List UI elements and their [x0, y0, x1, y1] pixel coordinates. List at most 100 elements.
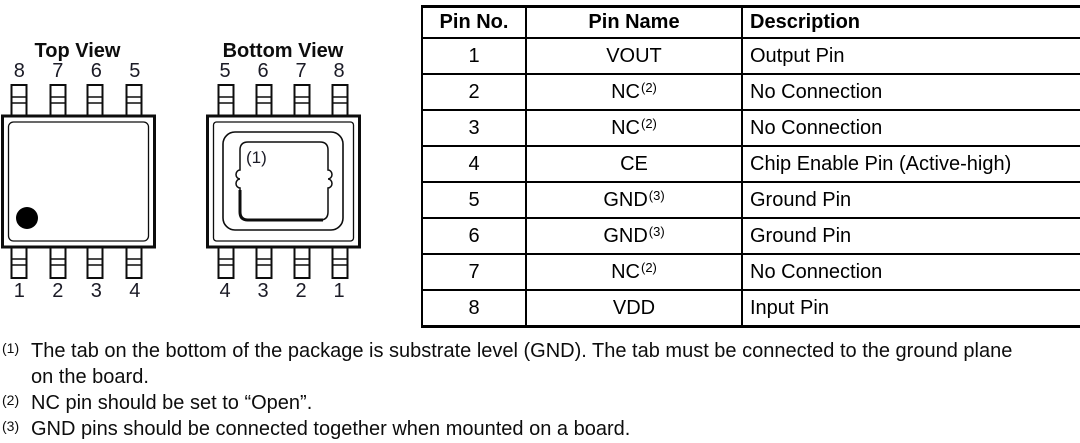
- bottom-view-package-drawing: (1): [206, 84, 361, 279]
- header-pin-name: Pin Name: [525, 5, 743, 39]
- pin-number: 6: [90, 60, 102, 82]
- pin1-indicator-dot: [16, 207, 38, 229]
- pin-name-text: VDD: [612, 296, 656, 319]
- footnote-line: GND pins should be connected together wh…: [31, 418, 631, 440]
- cell-pin-name: NC(2): [525, 109, 743, 147]
- footnote-ref-superscript: (2): [641, 115, 657, 131]
- footnote-line: The tab on the bottom of the package is …: [31, 340, 1013, 362]
- pin-number: 8: [333, 60, 345, 82]
- cell-pin-no: 6: [421, 217, 527, 255]
- cell-description: Ground Pin: [741, 217, 1080, 255]
- cell-description: Output Pin: [741, 37, 1080, 75]
- cell-description: Input Pin: [741, 289, 1080, 328]
- cell-description: Ground Pin: [741, 181, 1080, 219]
- footnote-ref-superscript: (2): [641, 259, 657, 275]
- pin-number: 7: [52, 60, 64, 82]
- bottom-view-bottom-leads: [217, 246, 349, 279]
- cell-pin-name: NC(2): [525, 73, 743, 111]
- cell-pin-no: 8: [421, 289, 527, 328]
- top-view-bottom-leads: [10, 246, 143, 279]
- footnote-number-superscript: (3): [2, 418, 20, 434]
- tab-footnote-ref-label: (1): [246, 148, 267, 167]
- pin-number: 2: [52, 280, 64, 302]
- pin-number: 1: [333, 280, 345, 302]
- footnote: (3) GND pins should be connected together…: [2, 416, 1080, 442]
- pin-name-text: NC: [611, 260, 640, 283]
- footnote-line: NC pin should be set to “Open”.: [31, 392, 313, 414]
- pin-number: 7: [295, 60, 307, 82]
- top-view-top-pin-numbers: 8 7 6 5: [0, 61, 154, 81]
- package-body-inner-line: [212, 121, 355, 242]
- bottom-view-title: Bottom View: [222, 40, 344, 62]
- lead-bend-lines: [218, 96, 348, 104]
- pin-number: 4: [219, 280, 231, 302]
- top-view-top-leads: [10, 84, 143, 117]
- lead-bend-lines: [218, 258, 348, 266]
- footnote-ref-superscript: (3): [648, 187, 665, 203]
- cell-pin-name: VOUT: [525, 37, 743, 75]
- cell-pin-name: GND(3): [525, 181, 743, 219]
- bottom-view-bottom-pin-numbers: 4 3 2 1: [206, 281, 358, 301]
- cell-pin-no: 1: [421, 37, 527, 75]
- header-description: Description: [741, 5, 1080, 39]
- cell-description: No Connection: [741, 253, 1080, 291]
- footnote-ref-superscript: (3): [648, 223, 665, 239]
- package-mold-line: [222, 131, 344, 231]
- pin-name-text: NC: [611, 80, 640, 103]
- pin-name-text: GND: [603, 224, 648, 247]
- pin-number: 1: [13, 280, 25, 302]
- pin-number: 3: [90, 280, 102, 302]
- footnote: (2) NC pin should be set to “Open”.: [2, 390, 1080, 416]
- cell-description: Chip Enable Pin (Active-high): [741, 145, 1080, 183]
- pin-name-text: VOUT: [606, 44, 662, 67]
- cell-pin-name: GND(3): [525, 217, 743, 255]
- lead-bend-lines: [11, 258, 142, 266]
- cell-pin-no: 5: [421, 181, 527, 219]
- table-row: 4 CE Chip Enable Pin (Active-high): [421, 145, 1080, 183]
- cell-pin-name: CE: [525, 145, 743, 183]
- top-view-bottom-pin-numbers: 1 2 3 4: [0, 281, 154, 301]
- pin-number: 4: [129, 280, 141, 302]
- pin-number: 5: [129, 60, 141, 82]
- lead-bend-lines: [11, 96, 142, 104]
- footnote-ref-superscript: (2): [641, 79, 657, 95]
- pin-name-text: GND: [603, 188, 648, 211]
- cell-pin-no: 2: [421, 73, 527, 111]
- cell-pin-no: 7: [421, 253, 527, 291]
- cell-pin-name: NC(2): [525, 253, 743, 291]
- footnote-number-superscript: (1): [2, 340, 20, 356]
- top-view-package-drawing: [1, 84, 156, 279]
- bottom-view-top-leads: [217, 84, 349, 117]
- footnotes-block: (1) The tab on the bottom of the package …: [2, 338, 1080, 442]
- pin-name-text: NC: [611, 116, 640, 139]
- table-row: 1 VOUT Output Pin: [421, 37, 1080, 75]
- pin-name-text: CE: [620, 152, 648, 175]
- pin-number: 8: [13, 60, 25, 82]
- cell-pin-name: VDD: [525, 289, 743, 328]
- cell-pin-no: 3: [421, 109, 527, 147]
- header-pin-no: Pin No.: [421, 5, 527, 39]
- pin-number: 3: [257, 280, 269, 302]
- footnote: (1) The tab on the bottom of the package …: [2, 338, 1080, 390]
- package-body-inner-line: [7, 121, 150, 242]
- substrate-tab-thick-edge: [238, 190, 323, 222]
- bottom-view-top-pin-numbers: 5 6 7 8: [206, 61, 358, 81]
- footnote-line: on the board.: [31, 366, 149, 388]
- cell-pin-no: 4: [421, 145, 527, 183]
- pin-number: 5: [219, 60, 231, 82]
- pin-number: 2: [295, 280, 307, 302]
- table-row: 8 VDD Input Pin: [421, 289, 1080, 328]
- cell-description: No Connection: [741, 109, 1080, 147]
- pin-number: 6: [257, 60, 269, 82]
- cell-description: No Connection: [741, 73, 1080, 111]
- table-header-row: Pin No. Pin Name Description: [421, 5, 1080, 39]
- footnote-number-superscript: (2): [2, 392, 20, 408]
- pin-description-table: Pin No. Pin Name Description 1 VOUT Output…: [421, 5, 1080, 328]
